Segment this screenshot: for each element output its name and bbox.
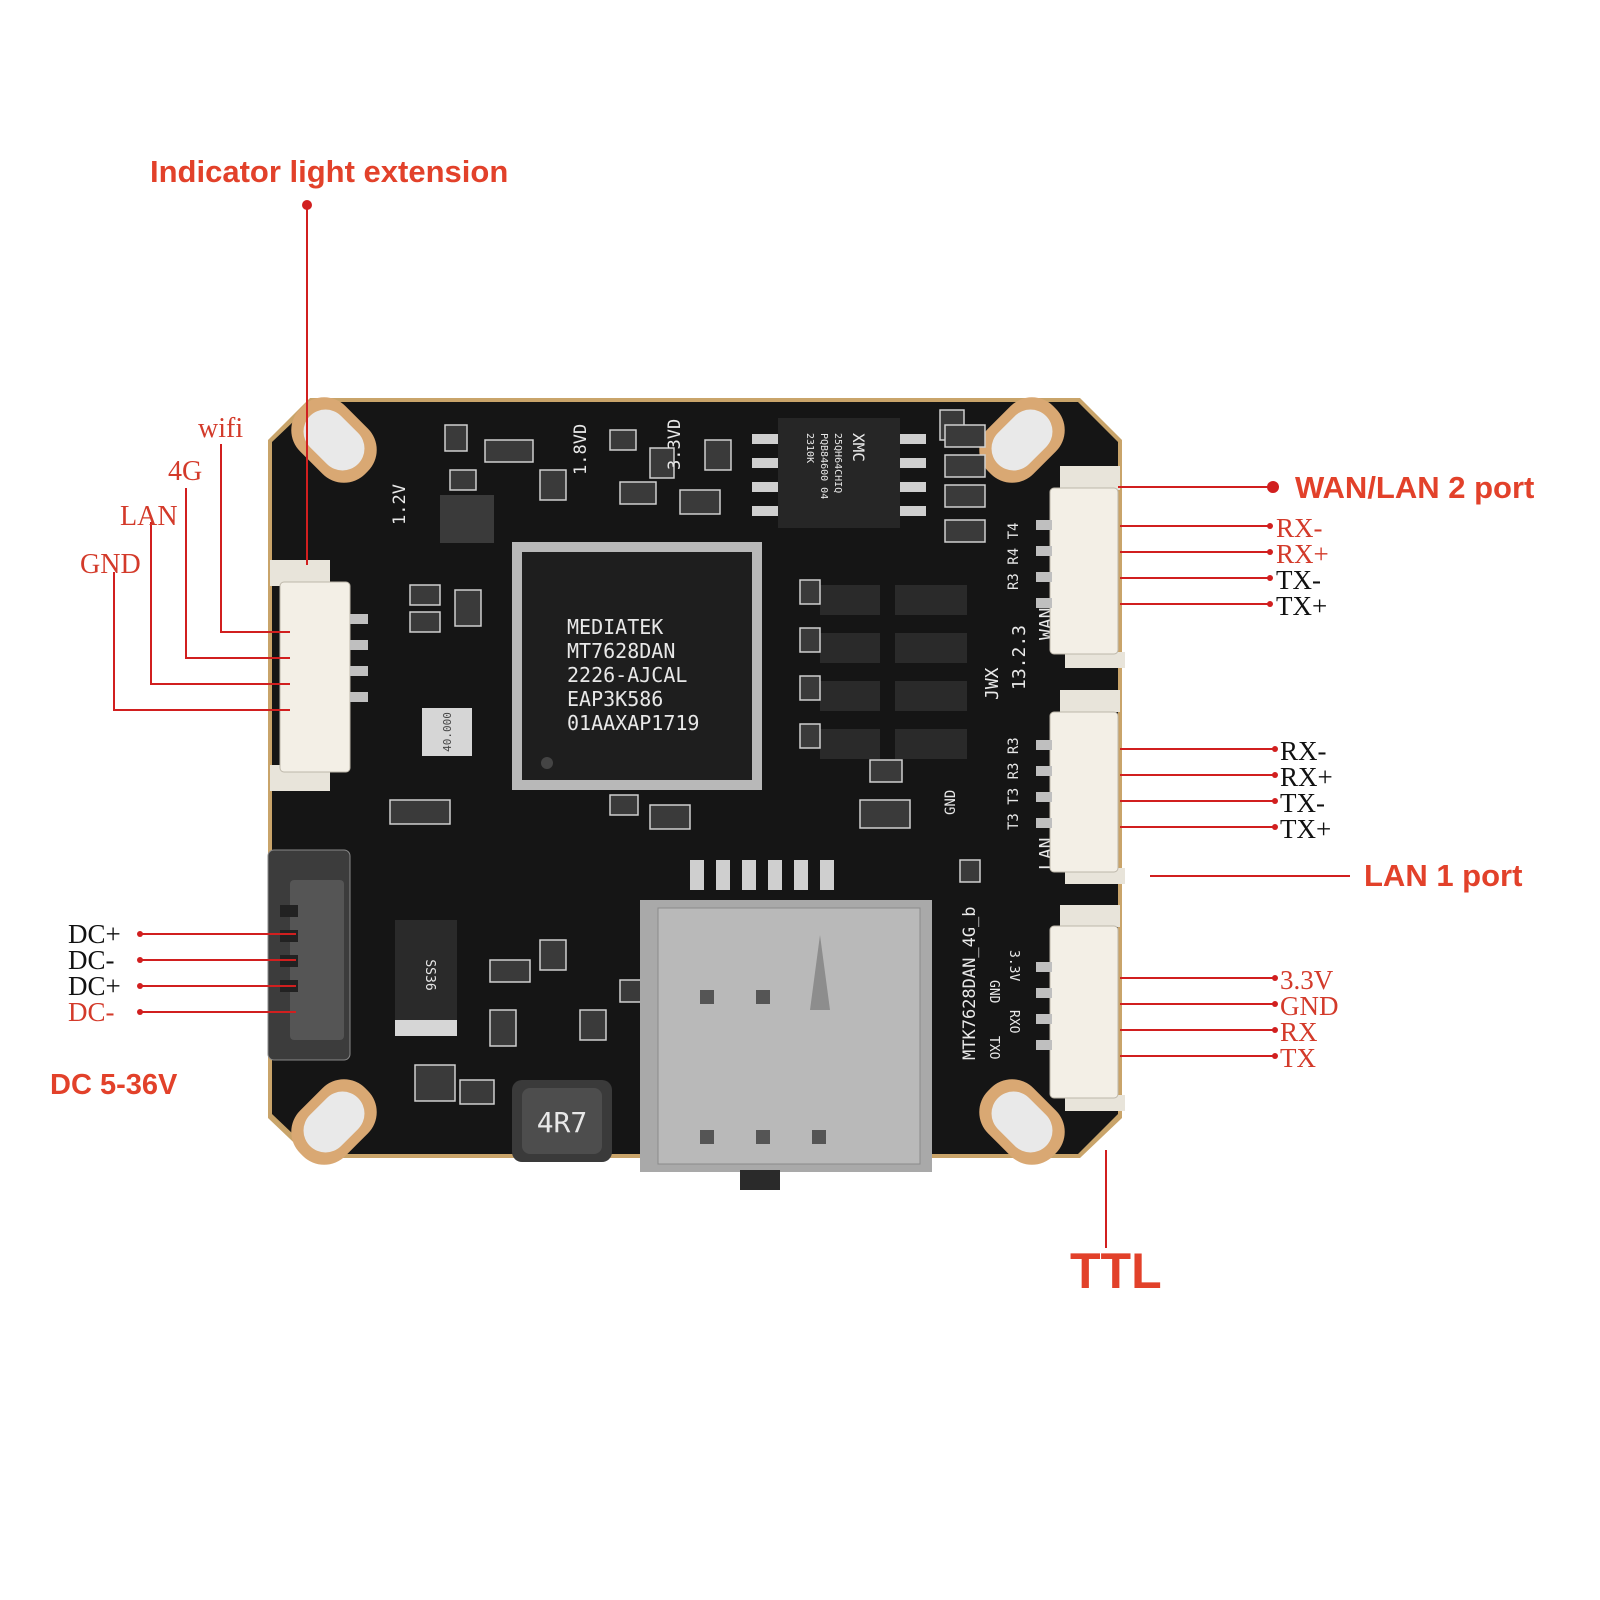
passive-components [389,409,986,1105]
dc-pin-label: DC- [68,997,115,1027]
crystal [422,708,472,756]
silk-jwx: JWX [982,667,1003,700]
ttl-pin-label: GND [1280,991,1339,1021]
sim-card-slot [640,860,932,1190]
indicator-light-extension-label: Indicator light extension [150,154,508,189]
inductor: 4R7 [512,1080,612,1162]
chip-line: EAP3K586 [567,687,663,711]
leader-lines [113,205,1350,1248]
mounting-hole [979,397,1065,483]
flash-line: XMC [849,433,868,462]
mediatek-chip: MEDIATEK MT7628DAN 2226-AJCAL EAP3K586 0… [512,542,762,790]
wan-pin-label: RX- [1276,513,1323,543]
indicator-connector [270,560,368,791]
chip-line: 2226-AJCAL [567,663,687,687]
flash-line: PQB84600 04 [818,433,829,499]
diode: SS36 [395,920,457,1036]
lan1-pin-label: TX- [1280,788,1325,818]
wan-lan2-port-label: WAN/LAN 2 port [1295,470,1534,505]
lan1-pin-label: RX- [1280,736,1327,766]
pcb-board: MEDIATEK MT7628DAN 2226-AJCAL EAP3K586 0… [267,397,1125,1190]
wan-pin-label: TX- [1276,565,1321,595]
silk-1v8: 1.8VD [571,424,591,475]
lan1-pin-label: TX+ [1280,814,1331,844]
lan1-connector [1036,690,1125,884]
mounting-hole [291,1079,377,1165]
silk-1v2: 1.2V [390,484,410,525]
ttl-connector [1036,905,1125,1111]
dc-pin-label: DC- [68,945,115,975]
silk-wan-res: R3 R4 T4 [1006,523,1022,590]
flash-line: 2310K [804,433,815,463]
lan1-pin-label: RX+ [1280,762,1333,792]
dc-pin-label: DC+ [68,919,121,949]
ttl-label: TTL [1070,1243,1162,1299]
flash-chip: XMC 25QH64CHIQ PQB84600 04 2310K [752,418,926,528]
flash-line: 25QH64CHIQ [832,433,843,493]
chip-line: MT7628DAN [567,639,675,663]
ethernet-magnetics [820,585,967,759]
ttl-pin-label: TX [1280,1043,1316,1073]
silk-3v3: 3.3VD [665,419,685,470]
wan-pin-label: RX+ [1276,539,1329,569]
ttl-pin-label: 3.3V [1280,965,1334,995]
silk-gnd: GND [943,790,959,815]
mounting-hole [291,397,377,483]
ttl-silk: RXO [1006,1010,1021,1034]
wan-connector [1036,466,1125,668]
ttl-silk: 3.3V [1006,950,1021,981]
silk-date: 13.2.3 [1009,625,1030,690]
ttl-silk: TXO [986,1036,1001,1060]
ttl-silk: GND [986,980,1001,1004]
crystal-label: 40.000 [441,712,454,752]
silk-lan-res: T3 T3 R3 R3 [1006,737,1022,830]
mounting-hole [979,1079,1065,1165]
power-ic [440,495,494,543]
ttl-pin-label: RX [1280,1017,1318,1047]
chip-line: MEDIATEK [567,615,663,639]
pin-label-4g: 4G [168,456,202,487]
dc-connector [267,849,351,1061]
dc-range-label: DC 5-36V [50,1069,178,1101]
pin-label-wifi: wifi [198,413,243,444]
pin-label-gnd: GND [80,549,141,580]
inductor-label: 4R7 [537,1106,588,1139]
lan1-port-label: LAN 1 port [1364,858,1522,893]
board-name: MTK7628DAN_4G_b [960,906,980,1060]
diode-label: SS36 [422,959,437,990]
chip-line: 01AAXAP1719 [567,711,699,735]
wan-pin-label: TX+ [1276,591,1327,621]
dc-pin-label: DC+ [68,971,121,1001]
leader-dots [137,200,1279,1059]
pin-label-lan: LAN [120,501,178,532]
